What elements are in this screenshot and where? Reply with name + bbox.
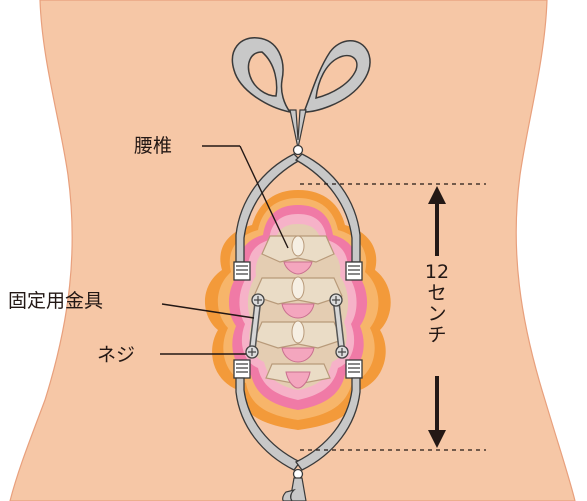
measurement-unit-char-1: セ: [421, 283, 453, 304]
retractor-pivot-bottom: [294, 470, 303, 479]
measurement-value: 12: [421, 262, 453, 283]
screw-top-right: [330, 294, 342, 306]
retractor-blade-top-right: [346, 262, 362, 280]
retractor-blade-bottom-left: [234, 360, 250, 378]
measurement-unit-char-2: ン: [421, 304, 453, 325]
screw-bottom-left: [246, 346, 258, 358]
measurement-label: 12 セ ン チ: [421, 262, 453, 346]
measurement-unit-char-3: チ: [421, 325, 453, 346]
label-lumbar: 腰椎: [134, 137, 172, 156]
screw-bottom-right: [336, 346, 348, 358]
label-fixation-hardware: 固定用金具: [8, 292, 103, 311]
retractor-blade-top-left: [234, 262, 250, 280]
label-screw: ネジ: [97, 346, 135, 365]
retractor-blade-bottom-right: [346, 360, 362, 378]
retractor-pivot-top: [294, 146, 303, 155]
screw-top-left: [252, 294, 264, 306]
